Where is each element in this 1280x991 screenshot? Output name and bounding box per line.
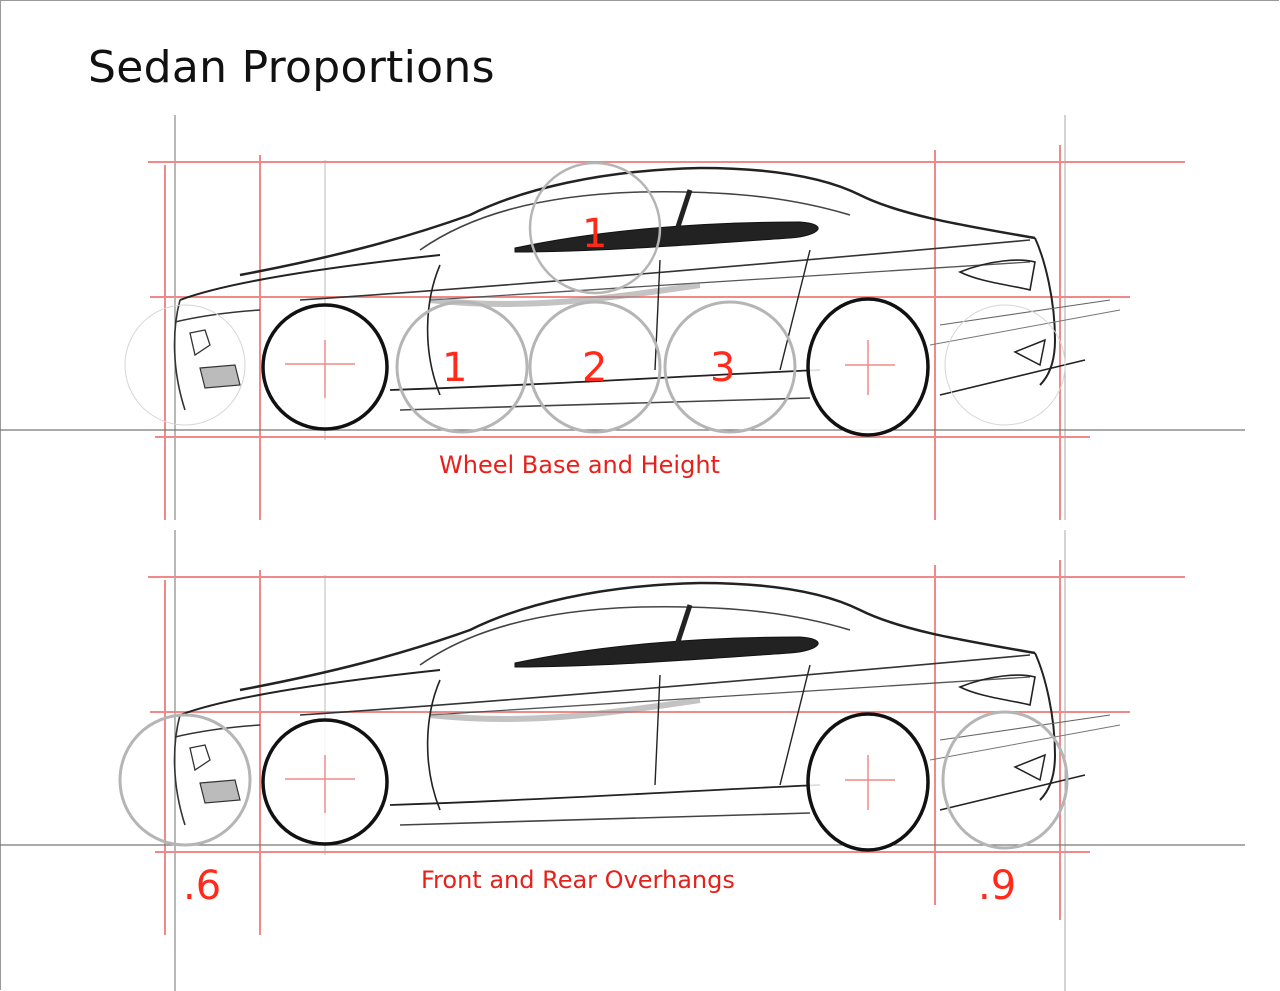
panel-wheelbase (0, 115, 1245, 520)
page-title: Sedan Proportions (88, 42, 495, 93)
wheelbase-caption: Wheel Base and Height (439, 451, 720, 479)
front-overhang-label: .6 (183, 863, 222, 909)
rear-overhang-label: .9 (978, 863, 1017, 909)
overhangs-caption: Front and Rear Overhangs (421, 866, 735, 894)
height-unit-label: 1 (582, 211, 608, 257)
wheelbase-unit-1-label: 1 (442, 345, 468, 391)
panel-overhangs (0, 530, 1245, 991)
wheelbase-unit-3-label: 3 (710, 345, 736, 391)
wheelbase-unit-2-label: 2 (582, 345, 608, 391)
